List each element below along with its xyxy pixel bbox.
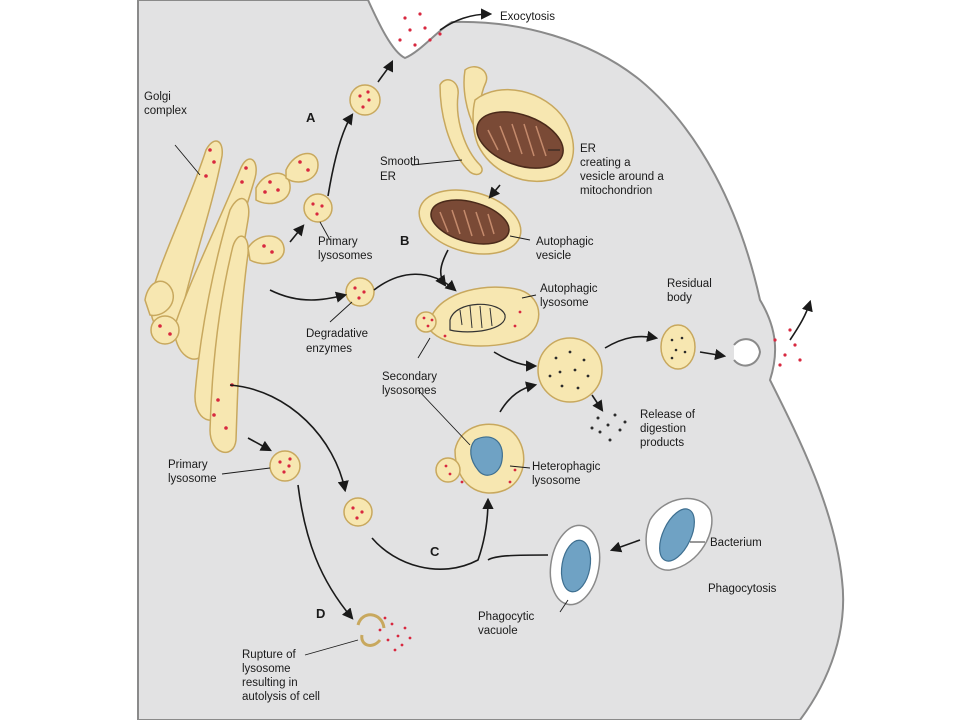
label-er-4: mitochondrion bbox=[580, 185, 652, 197]
label-autophagic-vesicle-2: vesicle bbox=[536, 250, 571, 262]
phagocytic-vacuole bbox=[549, 524, 601, 606]
label-autophagic-lysosome-1: Autophagic bbox=[540, 283, 598, 295]
digestion-product-dots bbox=[590, 413, 627, 442]
label-residual-body-1: Residual bbox=[667, 278, 712, 290]
label-letter-a: A bbox=[306, 110, 316, 125]
secondary-lysosome bbox=[537, 337, 603, 403]
label-smooth-er-2: ER bbox=[380, 171, 396, 183]
autophagic-vesicle bbox=[418, 189, 522, 255]
label-letter-c: C bbox=[430, 544, 440, 559]
label-er-2: creating a bbox=[580, 157, 631, 169]
label-rupture-1: Rupture of bbox=[242, 649, 297, 661]
residual-body bbox=[660, 324, 696, 370]
label-autophagic-lysosome-2: lysosome bbox=[540, 297, 589, 309]
label-phagocytic-2: vacuole bbox=[478, 625, 518, 637]
label-primary-lysosomes-2: lysosomes bbox=[318, 250, 373, 262]
autophagic-lysosome-dots bbox=[422, 310, 522, 338]
label-heterophagic-1: Heterophagic bbox=[532, 461, 601, 473]
label-rupture-4: autolysis of cell bbox=[242, 691, 320, 703]
label-bacterium: Bacterium bbox=[710, 537, 762, 549]
golgi-dots bbox=[158, 148, 310, 430]
label-primary-lysosomes-1: Primary bbox=[318, 236, 358, 248]
label-letter-d: D bbox=[316, 606, 325, 621]
label-secondary-2: lysosomes bbox=[382, 385, 437, 397]
label-residual-body-2: body bbox=[667, 292, 692, 304]
label-golgi-1: Golgi bbox=[144, 91, 171, 103]
label-exocytosis: Exocytosis bbox=[500, 11, 555, 23]
label-rupture-3: resulting in bbox=[242, 677, 298, 689]
golgi-complex bbox=[144, 140, 257, 454]
label-smooth-er-1: Smooth bbox=[380, 156, 420, 168]
label-phagocytic-1: Phagocytic bbox=[478, 611, 535, 623]
heterophagic-lysosome bbox=[435, 423, 525, 494]
right-pore bbox=[733, 338, 762, 367]
label-secondary-1: Secondary bbox=[382, 371, 437, 383]
bacterium bbox=[645, 497, 713, 571]
label-rupture-2: lysosome bbox=[242, 663, 291, 675]
label-primary-lysosome-1: Primary bbox=[168, 459, 208, 471]
golgi-vesicles bbox=[247, 152, 319, 265]
label-autophagic-vesicle-1: Autophagic bbox=[536, 236, 594, 248]
label-golgi-2: complex bbox=[144, 105, 187, 117]
label-letter-b: B bbox=[400, 233, 409, 248]
pathway-arrows bbox=[229, 8, 813, 620]
ruptured-lysosome bbox=[356, 613, 412, 652]
autophagic-lysosome bbox=[415, 286, 540, 347]
label-release-1: Release of bbox=[640, 409, 696, 421]
primary-lysosome-dots bbox=[278, 90, 371, 520]
mitochondrion-top bbox=[476, 111, 564, 169]
label-degradative-1: Degradative bbox=[306, 328, 368, 340]
label-primary-lysosome-2: lysosome bbox=[168, 473, 217, 485]
exocytosis-dots bbox=[398, 12, 802, 367]
label-er-3: vesicle around a bbox=[580, 171, 664, 183]
label-er-1: ER bbox=[580, 143, 596, 155]
primary-lysosomes bbox=[269, 84, 381, 527]
leader-lines bbox=[174, 144, 705, 656]
label-heterophagic-2: lysosome bbox=[532, 475, 581, 487]
label-phagocytosis: Phagocytosis bbox=[708, 583, 777, 595]
label-degradative-2: enzymes bbox=[306, 343, 352, 355]
label-release-3: products bbox=[640, 437, 684, 449]
label-release-2: digestion bbox=[640, 423, 686, 435]
